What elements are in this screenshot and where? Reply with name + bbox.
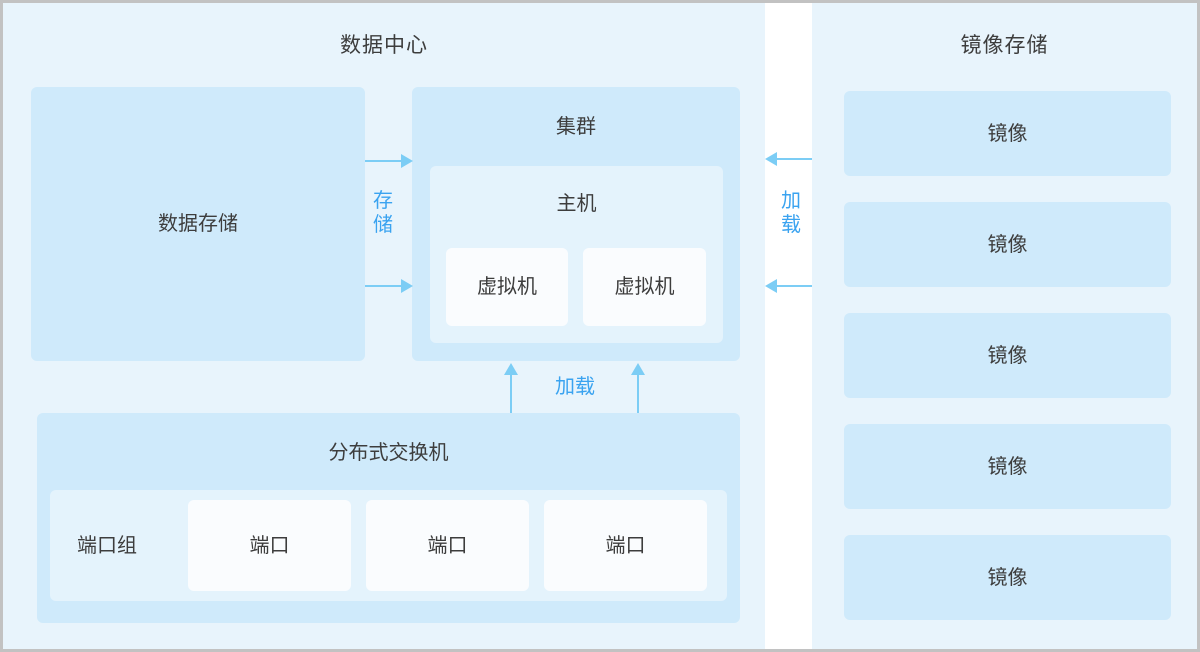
- arrow-head-left-icon: [765, 279, 777, 293]
- image-box[interactable]: 镜像: [844, 202, 1171, 287]
- vm-label: 虚拟机: [477, 276, 537, 298]
- image-box[interactable]: 镜像: [844, 535, 1171, 620]
- arrow-head-up-icon: [631, 363, 645, 375]
- image-label: 镜像: [987, 566, 1028, 589]
- vm-label: 虚拟机: [614, 276, 675, 298]
- port-box[interactable]: 端口: [366, 500, 529, 591]
- port-label: 端口: [249, 534, 290, 557]
- load-arrow-right-icon: [630, 363, 646, 413]
- distributed-switch-label: 分布式交换机: [328, 442, 449, 464]
- cluster-box[interactable]: 集群 主机 虚拟机 虚拟机: [412, 87, 740, 361]
- arrow-head-up-icon: [504, 363, 518, 375]
- cluster-label: 集群: [556, 116, 596, 138]
- arrow-line: [637, 371, 639, 413]
- image-load-label: 加载: [781, 190, 801, 237]
- image-label: 镜像: [987, 233, 1028, 256]
- image-load-arrow-bottom-icon: [765, 278, 817, 294]
- arrow-head-right-icon: [401, 279, 413, 293]
- port-group-box[interactable]: 端口组 端口 端口 端口: [50, 490, 727, 601]
- image-label: 镜像: [987, 344, 1028, 367]
- datacenter-title: 数据中心: [340, 34, 428, 57]
- storage-arrow-bottom-icon: [365, 278, 413, 294]
- image-label: 镜像: [987, 455, 1028, 478]
- storage-arrow-top-icon: [365, 153, 413, 169]
- image-box[interactable]: 镜像: [844, 313, 1171, 398]
- storage-connection-label: 存储: [373, 190, 393, 237]
- image-label: 镜像: [987, 122, 1028, 145]
- host-box[interactable]: 主机 虚拟机 虚拟机: [430, 166, 723, 343]
- distributed-switch-box[interactable]: 分布式交换机 端口组 端口 端口 端口: [37, 413, 740, 623]
- port-label: 端口: [427, 534, 468, 557]
- switch-load-label: 加载: [555, 376, 595, 398]
- data-storage-label: 数据存储: [158, 213, 238, 235]
- image-box[interactable]: 镜像: [844, 424, 1171, 509]
- arrow-line: [510, 371, 512, 413]
- image-store-panel: 镜像存储 镜像 镜像 镜像 镜像 镜像: [812, 3, 1197, 649]
- port-group-label: 端口组: [77, 534, 137, 557]
- arrow-line: [365, 285, 403, 287]
- arrow-head-left-icon: [765, 152, 777, 166]
- image-load-arrow-top-icon: [765, 151, 817, 167]
- vm-box[interactable]: 虚拟机: [583, 248, 706, 326]
- host-label: 主机: [556, 193, 597, 215]
- port-label: 端口: [605, 534, 646, 557]
- arrow-head-right-icon: [401, 154, 413, 168]
- arrow-line: [365, 160, 403, 162]
- data-storage-box[interactable]: 数据存储: [31, 87, 365, 361]
- port-box[interactable]: 端口: [188, 500, 351, 591]
- arrow-line: [775, 285, 817, 287]
- arrow-line: [775, 158, 817, 160]
- image-box[interactable]: 镜像: [844, 91, 1171, 176]
- port-box[interactable]: 端口: [544, 500, 707, 591]
- load-arrow-left-icon: [503, 363, 519, 413]
- datacenter-panel: 数据中心 数据存储 集群 主机 虚拟机 虚拟机: [3, 3, 765, 649]
- image-store-title: 镜像存储: [960, 34, 1049, 57]
- vm-box[interactable]: 虚拟机: [446, 248, 568, 326]
